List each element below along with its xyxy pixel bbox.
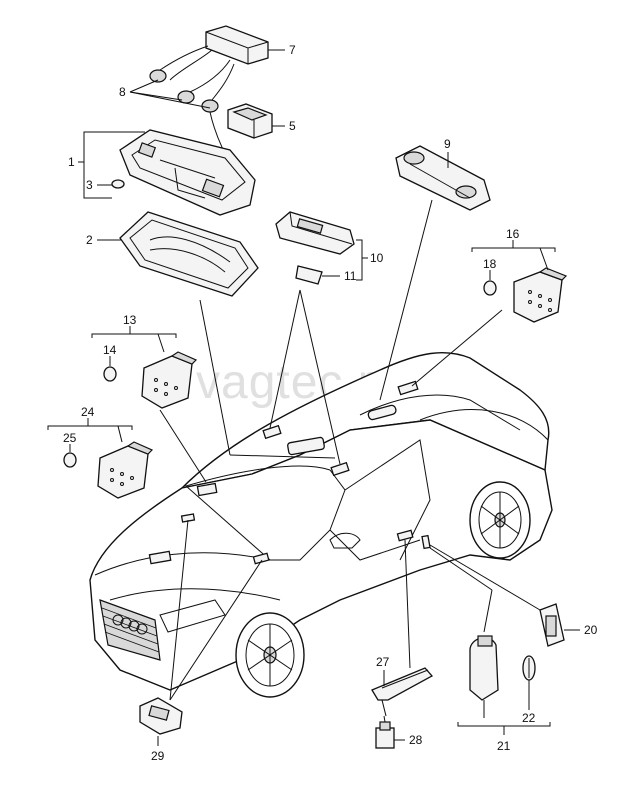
- lens-part-2: [119, 211, 259, 297]
- callout-27: 27: [376, 655, 390, 669]
- callout-7: 7: [289, 43, 296, 57]
- callout-25: 25: [63, 431, 77, 445]
- callout-3: 3: [86, 178, 93, 192]
- connector-part-7: [205, 25, 269, 65]
- festoon-bulb-part-11: [295, 265, 323, 285]
- callout-5: 5: [289, 119, 296, 133]
- lamp-part-20: [539, 603, 565, 647]
- interior-light-part-10: [275, 211, 355, 255]
- callout-1: 1: [68, 155, 75, 169]
- callout-2: 2: [86, 233, 93, 247]
- callout-labels: 7 8 5 1 3 2 9 10 11 16 18 13 14 24 25 20…: [63, 43, 598, 763]
- lamp-part-24: [97, 441, 154, 499]
- bulb-part-14: [103, 366, 117, 382]
- switch-part-5: [227, 103, 273, 139]
- bulb-part-18: [483, 280, 497, 296]
- callout-14: 14: [103, 343, 117, 357]
- front-wheel: [235, 612, 305, 698]
- callout-20: 20: [584, 623, 598, 637]
- callout-28: 28: [409, 733, 423, 747]
- callout-9: 9: [444, 137, 451, 151]
- bulb-part-25: [63, 452, 77, 468]
- bulb-part-3: [111, 179, 125, 189]
- lamp-part-16: [513, 267, 568, 323]
- lamp-part-9: [395, 145, 491, 211]
- callout-16: 16: [506, 227, 520, 241]
- bulb-part-22: [522, 655, 536, 681]
- callout-8: 8: [119, 85, 126, 99]
- callout-18: 18: [483, 257, 497, 271]
- callout-10: 10: [370, 251, 384, 265]
- callout-13: 13: [123, 313, 137, 327]
- rear-wheel: [469, 481, 531, 559]
- callout-22: 22: [522, 711, 536, 725]
- brand-rings-icon: [112, 614, 148, 635]
- callout-24: 24: [81, 405, 95, 419]
- roof-module-part-1: [119, 129, 256, 216]
- leader-lines: [47, 49, 580, 746]
- lamp-part-21: [469, 635, 499, 701]
- callout-29: 29: [151, 749, 165, 763]
- connector-part-28: [375, 715, 395, 749]
- lamp-part-13: [141, 351, 198, 409]
- callout-11: 11: [344, 269, 357, 283]
- light-strip-part-27: [371, 667, 434, 717]
- lamp-part-29: [139, 697, 183, 735]
- callout-21: 21: [497, 739, 511, 753]
- location-marks: [148, 380, 431, 565]
